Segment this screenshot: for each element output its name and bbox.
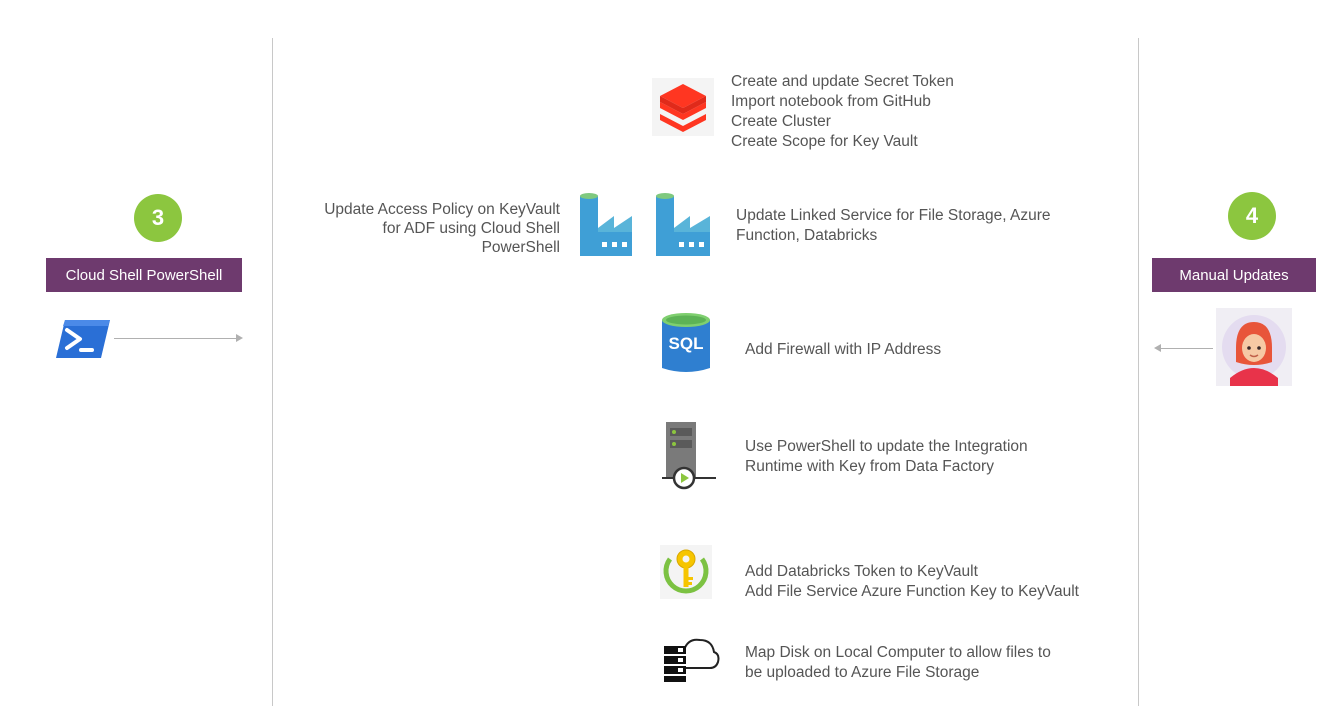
step-line: Add Databricks Token to KeyVault <box>745 563 978 580</box>
manual-arrow <box>1161 348 1213 349</box>
step-line: Runtime with Key from Data Factory <box>745 458 994 475</box>
data-factory-icon-left <box>580 192 632 256</box>
manual-updates-label: Manual Updates <box>1152 258 1316 292</box>
step-line: Map Disk on Local Computer to allow file… <box>745 644 1051 661</box>
step-4-badge: 4 <box>1228 192 1276 240</box>
right-divider <box>1138 38 1139 706</box>
sql-database-icon: SQL <box>662 312 710 376</box>
note-line: for ADF using Cloud Shell <box>382 220 560 237</box>
step-line: Function, Databricks <box>736 227 878 244</box>
note-line: PowerShell <box>481 239 560 256</box>
powershell-arrow-head <box>236 334 243 342</box>
step-key-vault-text: Add Databricks Token to KeyVault Add Fil… <box>745 562 1079 602</box>
sql-icon-label: SQL <box>668 334 704 353</box>
step-sql-text: Add Firewall with IP Address <box>745 340 941 360</box>
user-avatar-icon <box>1216 308 1292 386</box>
step-databricks-text: Create and update Secret Token Import no… <box>731 72 954 152</box>
step-line: Use PowerShell to update the Integration <box>745 438 1028 455</box>
step-line: Create Scope for Key Vault <box>731 133 918 150</box>
step-line: Add File Service Azure Function Key to K… <box>745 583 1079 600</box>
step-data-factory-text: Update Linked Service for File Storage, … <box>736 206 1050 246</box>
file-storage-cloud-icon <box>660 636 720 684</box>
step-file-storage-text: Map Disk on Local Computer to allow file… <box>745 643 1051 683</box>
step-line: Create and update Secret Token <box>731 73 954 90</box>
note-line: Update Access Policy on KeyVault <box>324 201 560 218</box>
left-divider <box>272 38 273 706</box>
key-vault-icon <box>660 545 712 599</box>
databricks-icon <box>652 78 714 136</box>
integration-runtime-server-icon <box>662 422 718 492</box>
step-line: Create Cluster <box>731 113 831 130</box>
step-integration-runtime-text: Use PowerShell to update the Integration… <box>745 437 1028 477</box>
data-factory-icon <box>656 192 710 256</box>
manual-arrow-head <box>1154 344 1161 352</box>
step-line: be uploaded to Azure File Storage <box>745 664 980 681</box>
powershell-icon <box>56 320 110 358</box>
access-policy-note: Update Access Policy on KeyVault for ADF… <box>300 200 560 257</box>
step-3-badge: 3 <box>134 194 182 242</box>
step-line: Import notebook from GitHub <box>731 93 931 110</box>
powershell-arrow <box>114 338 236 339</box>
cloud-shell-powershell-label: Cloud Shell PowerShell <box>46 258 242 292</box>
step-line: Update Linked Service for File Storage, … <box>736 207 1051 224</box>
step-line: Add Firewall with IP Address <box>745 341 942 358</box>
